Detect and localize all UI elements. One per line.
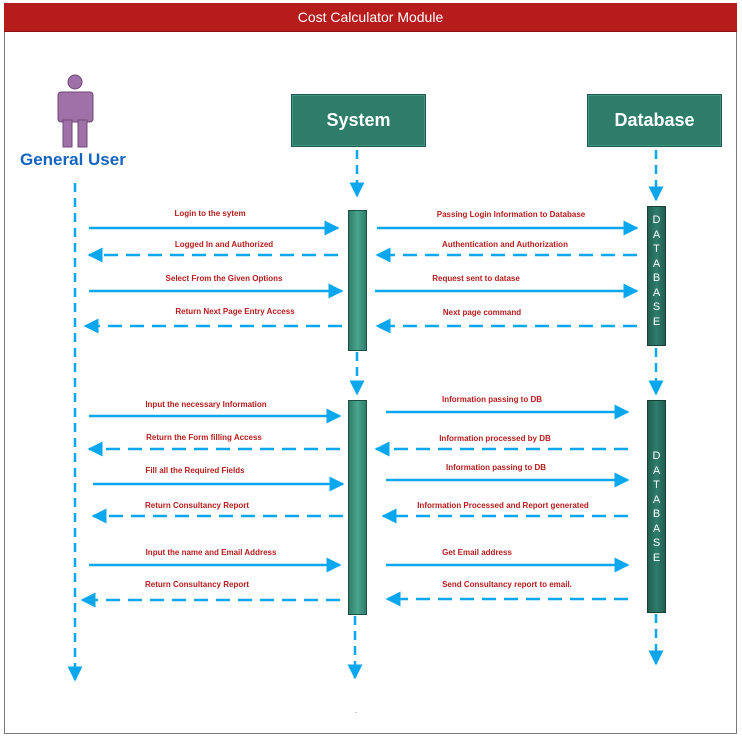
message-label-8: Next page command xyxy=(442,308,522,317)
message-label-18: Information Processed and Report generat… xyxy=(417,501,589,510)
message-label-5: Passing Login Information to Database xyxy=(436,210,586,219)
message-label-12: Return Consultancy Report xyxy=(144,501,250,510)
message-label-13: Input the name and Email Address xyxy=(145,548,277,557)
message-label-2: Logged In and Authorized xyxy=(174,240,274,249)
message-label-11: Fill all the Required Fields xyxy=(145,466,245,475)
message-label-14: Return Consultancy Report xyxy=(144,580,250,589)
database-lifeline-header: Database xyxy=(587,94,722,147)
message-label-16: Information processed by DB xyxy=(439,434,551,443)
message-label-3: Select From the Given Options xyxy=(165,274,283,283)
message-label-7: Request sent to datase xyxy=(432,274,520,283)
system-activation-1 xyxy=(348,210,367,351)
message-label-17: Information passing to DB xyxy=(446,463,546,472)
system-activation-2 xyxy=(348,400,367,615)
message-label-10: Return the Form filling Access xyxy=(146,433,262,442)
message-label-4: Return Next Page Entry Access xyxy=(175,307,295,316)
message-label-20: Send Consultancy report to email. xyxy=(442,580,572,589)
message-label-1: Login to the sytem xyxy=(174,209,246,218)
message-label-15: Information passing to DB xyxy=(442,395,542,404)
message-label-19: Get Email address xyxy=(442,548,512,557)
user-icon xyxy=(57,74,94,148)
message-label-6: Authentication and Authorization xyxy=(442,240,568,249)
actor-label: General User xyxy=(20,150,126,169)
diagram-title: Cost Calculator Module xyxy=(4,3,737,32)
message-label-9: Input the necessary Information xyxy=(145,400,267,409)
system-lifeline-header: System xyxy=(291,94,426,147)
footer-mark: . xyxy=(355,706,358,715)
